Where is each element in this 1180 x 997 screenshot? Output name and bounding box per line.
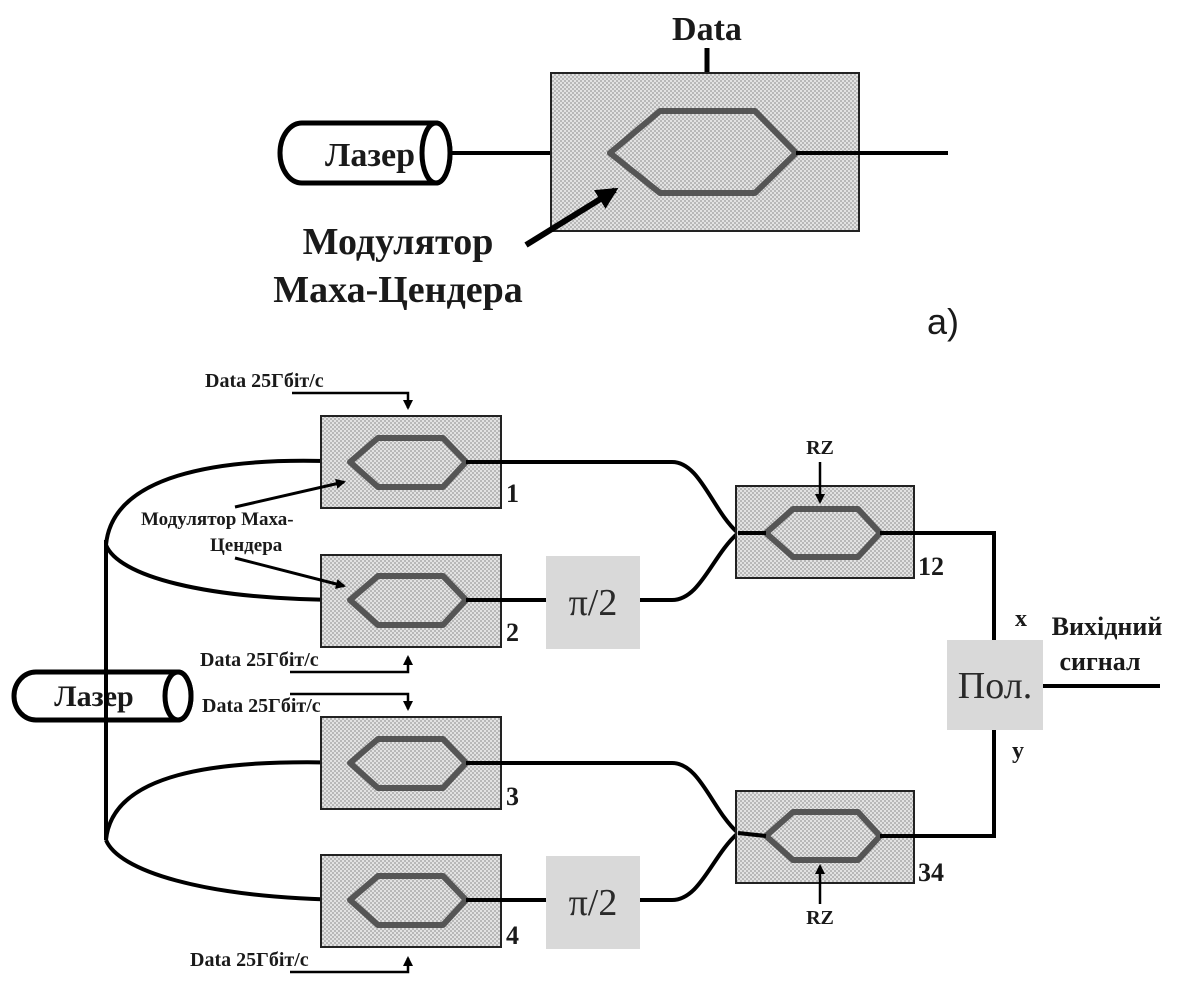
data-drive-4: Data 25Гбіт/с — [190, 949, 413, 974]
data-drive-3: Data 25Гбіт/с — [202, 692, 413, 717]
modulator-number-2: 2 — [506, 618, 519, 647]
output-label-line2: сигнал — [1059, 647, 1140, 676]
fiber-y — [880, 730, 996, 838]
output-label-line1: Вихідний — [1052, 612, 1163, 641]
phase-label-1: π/2 — [569, 582, 618, 624]
modulator-pointer-1 — [234, 478, 346, 509]
modulator-caption-line1: Модулятор — [303, 221, 494, 263]
data-drive-1: Data 25Гбіт/с — [205, 370, 413, 410]
rz-label-12: RZ — [806, 437, 834, 459]
combiner-wires — [466, 460, 740, 902]
modulator-number-3: 3 — [506, 782, 519, 811]
laser-bottom: Лазер — [11, 669, 194, 723]
fiber-34-in — [737, 831, 767, 838]
panel-label-a: а) — [927, 301, 959, 342]
data-label-4: Data 25Гбіт/с — [190, 949, 309, 971]
data-label-2: Data 25Гбіт/с — [200, 649, 319, 671]
polarizer-label: Пол. — [958, 665, 1032, 707]
data-label-3: Data 25Гбіт/с — [202, 695, 321, 717]
modulator-number-4: 4 — [506, 921, 519, 950]
data-drive-2: Data 25Гбіт/с — [200, 649, 413, 674]
data-label: Data — [672, 11, 742, 48]
splitter-wires — [104, 458, 351, 902]
rz-label-34: RZ — [806, 907, 834, 929]
data-label-1: Data 25Гбіт/с — [205, 370, 324, 392]
modulator-caption-line2: Цендера — [210, 535, 283, 556]
panel-a: Data Лазер Модулятор Маха-Цендера а) — [273, 11, 959, 342]
laser-label: Лазер — [54, 680, 133, 713]
modulator-caption-line1: Модулятор Маха- — [141, 509, 294, 530]
modulator-number-1: 1 — [506, 479, 519, 508]
laser-top: Лазер — [277, 120, 453, 186]
laser-label: Лазер — [325, 137, 415, 174]
modulator-caption-line2: Маха-Цендера — [273, 269, 523, 311]
polarizer-box — [947, 640, 1043, 730]
x-label: x — [1015, 606, 1027, 632]
phase-shifter-1 — [546, 556, 640, 649]
panel-b: Лазер π/2 π/2 — [11, 370, 1163, 974]
modulator-number-12: 12 — [918, 552, 944, 581]
modulator-arrow — [524, 187, 619, 248]
phase-shifter-2 — [546, 856, 640, 949]
modulator-number-34: 34 — [918, 858, 944, 887]
y-label: y — [1012, 738, 1024, 764]
phase-label-2: π/2 — [569, 882, 618, 924]
modulator-pointer-2 — [234, 556, 346, 589]
fiber-x — [880, 531, 996, 640]
